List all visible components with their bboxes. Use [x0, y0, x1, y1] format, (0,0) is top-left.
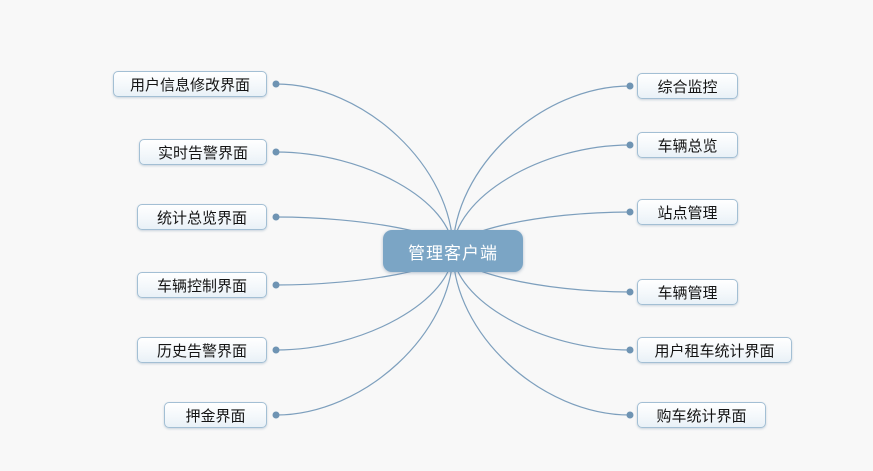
connector-dot	[626, 208, 634, 216]
node-stats-overview[interactable]: 统计总览界面	[137, 204, 267, 230]
connector-dot	[272, 411, 280, 419]
connector-dot	[626, 411, 634, 419]
node-vehicle-management[interactable]: 车辆管理	[637, 279, 738, 305]
connector-dot	[272, 148, 280, 156]
connection-curve	[452, 250, 631, 416]
node-deposit[interactable]: 押金界面	[164, 402, 267, 428]
connection-curve	[452, 85, 631, 252]
connection-curve	[275, 83, 454, 252]
node-vehicle-overview[interactable]: 车辆总览	[637, 132, 738, 158]
connector-dot	[272, 346, 280, 354]
connection-curve	[275, 250, 454, 416]
node-history-alarm[interactable]: 历史告警界面	[137, 337, 267, 363]
connector-dot	[272, 281, 280, 289]
connector-dot	[272, 213, 280, 221]
connector-dot	[626, 141, 634, 149]
node-user-info-modify[interactable]: 用户信息修改界面	[113, 71, 267, 97]
node-user-rental-stats[interactable]: 用户租车统计界面	[637, 337, 792, 363]
node-purchase-stats[interactable]: 购车统计界面	[637, 402, 766, 428]
node-realtime-alarm[interactable]: 实时告警界面	[139, 139, 267, 165]
node-integrated-monitoring[interactable]: 综合监控	[637, 73, 738, 99]
connector-dot	[626, 82, 634, 90]
node-management-client[interactable]: 管理客户端	[383, 230, 523, 272]
connector-dot	[626, 288, 634, 296]
connector-dot	[272, 80, 280, 88]
node-station-management[interactable]: 站点管理	[637, 199, 738, 225]
connector-dot	[626, 346, 634, 354]
node-vehicle-control[interactable]: 车辆控制界面	[137, 272, 267, 298]
